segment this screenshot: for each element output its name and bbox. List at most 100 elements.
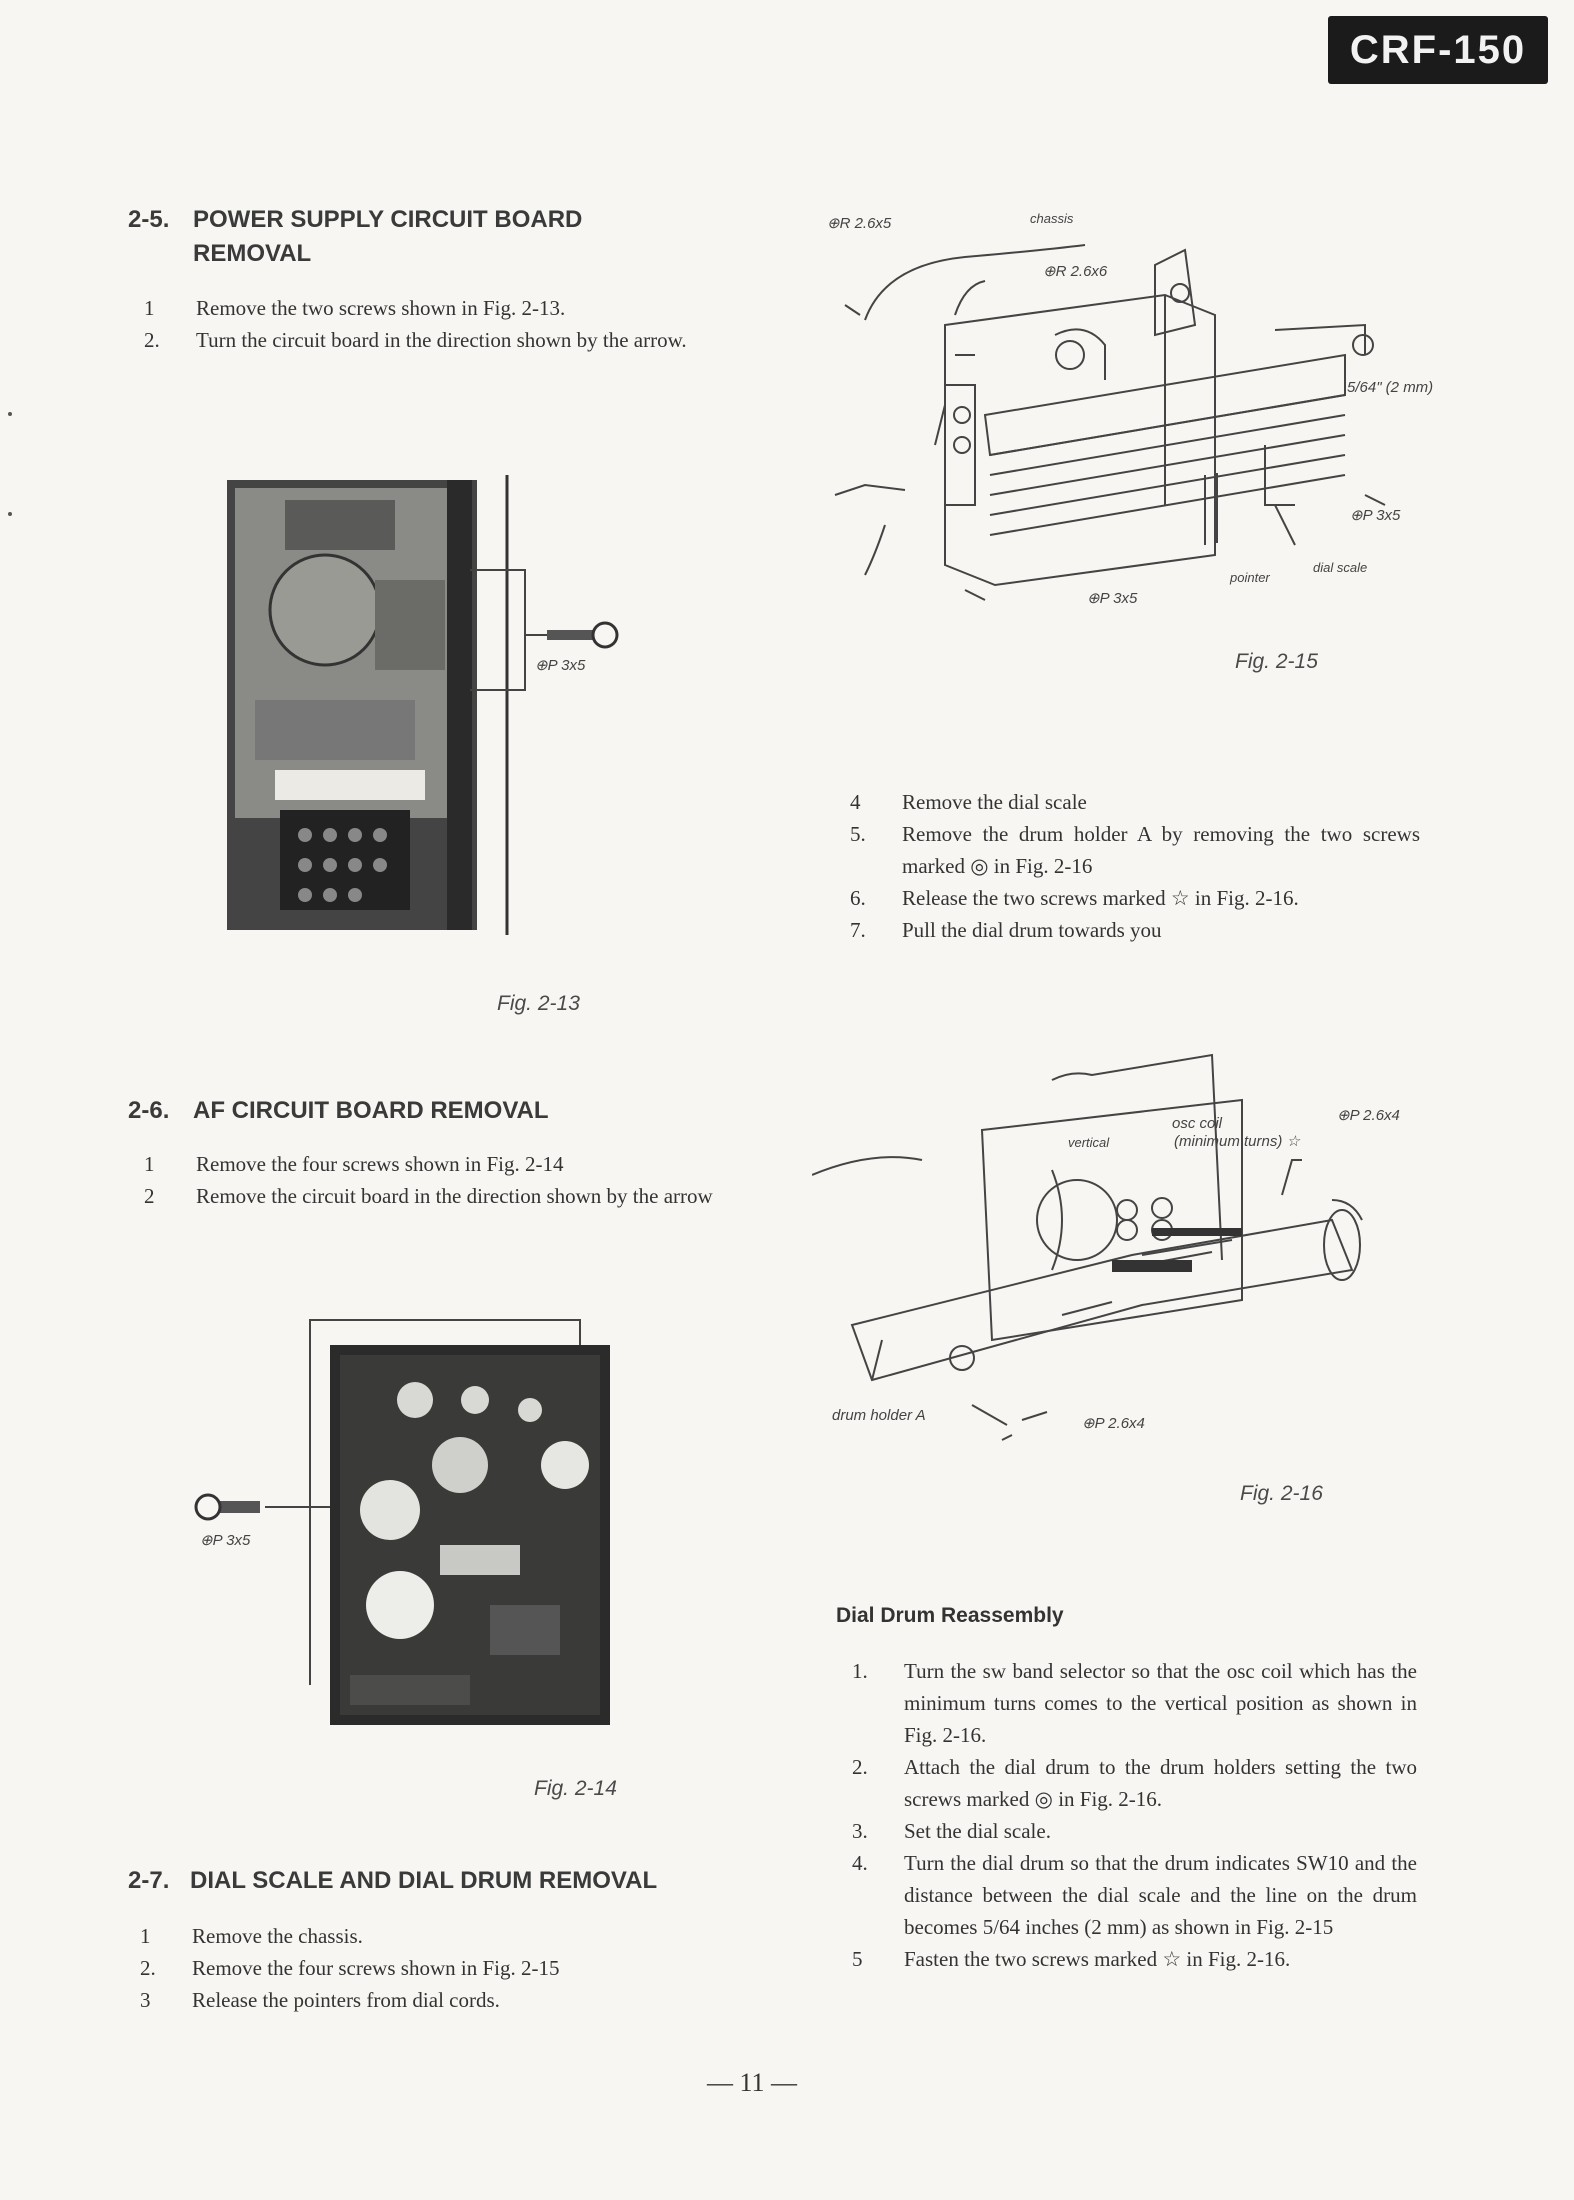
fig-2-15-caption: Fig. 2-15 [1235,650,1318,673]
step-text: Pull the dial drum towards you [902,918,1162,942]
step-text: Remove the two screws shown in Fig. 2-13… [196,296,566,320]
label-screw-top-left: ⊕R 2.6x5 [827,215,892,232]
step-text: Turn the sw band selector so that the os… [904,1659,1417,1747]
component [490,1605,560,1655]
chassis-drawing [834,244,1386,601]
drum-marking [1152,1228,1242,1236]
step-item: 5 Fasten the two screws marked ☆ in Fig. … [852,1943,1417,1975]
label-chassis: chassis [1030,211,1074,226]
step-item: 2. Attach the dial drum to the drum holde… [852,1751,1417,1815]
transformer [268,553,382,667]
step-number: 3 [140,1988,151,2012]
section-2-6-heading: 2-6. AF CIRCUIT BOARD REMOVAL [128,1094,728,1130]
section-number: 2-5. [128,206,170,233]
capacitor [366,1571,434,1639]
leader-line [309,1319,581,1685]
step-item: 3.Set the dial scale. [852,1815,1417,1847]
step-number: 2. [852,1755,868,1779]
margin-mark [8,512,12,516]
step-number: 5. [850,822,866,846]
capacitor [461,1386,489,1414]
step-item: 2. Turn the circuit board in the directio… [144,324,718,356]
step-text: Turn the circuit board in the direction … [196,328,687,352]
step-text: Attach the dial drum to the drum holders… [904,1755,1417,1811]
label-gap: 5/64" (2 mm) [1347,379,1433,396]
label-screw-bottom: ⊕P 2.6x4 [1082,1415,1145,1432]
fig-2-16-caption: Fig. 2-16 [1240,1482,1323,1505]
board-edge [447,480,472,930]
section-number: 2-6. [128,1097,170,1124]
screw-label: ⊕P 3x5 [200,1532,251,1549]
screw-shaft [210,1501,260,1513]
step-number: 3. [852,1819,868,1843]
fig-2-14-illustration: ⊕P 3x5 [194,1319,610,1725]
step-item: 1 Remove the chassis. [140,1920,720,1952]
step-text: Turn the dial drum so that the drum indi… [904,1851,1417,1939]
step-number: 1 [140,1924,151,1948]
step-number: 2. [140,1956,156,1980]
component [285,500,395,550]
section-title: AF CIRCUIT BOARD REMOVAL [193,1097,549,1124]
step-item: 5. Remove the drum holder A by removing t… [850,818,1420,882]
component [255,700,415,760]
label-screw-top: ⊕P 2.6x4 [1337,1107,1400,1124]
label-area [275,770,425,800]
component [350,1675,470,1705]
fig-2-13-illustration: ⊕P 3x5 [227,475,619,935]
step-item: 6.Release the two screws marked ☆ in Fig… [850,882,1420,914]
step-text: Remove the four screws shown in Fig. 2-1… [196,1152,564,1176]
step-text: Remove the drum holder A by removing the… [902,822,1420,878]
label-screw-top-mid: ⊕R 2.6x6 [1043,263,1108,280]
fig-2-16-illustration: vertical osc coil (minimum turns) ☆ ⊕P 2… [812,1053,1400,1441]
page-number: — 11 — [707,2068,798,2097]
step-number: 2. [144,328,160,352]
screw-shaft [547,630,597,640]
fig-2-15-illustration: ⊕R 2.6x5 chassis ⊕R 2.6x6 5/64" (2 mm) ⊕… [827,211,1433,607]
step-text: Remove the four screws shown in Fig. 2-1… [192,1956,560,1980]
drum-drawing [812,1053,1363,1441]
section-2-5-heading: 2-5. POWER SUPPLY CIRCUIT BOARD REMOVAL [128,203,728,273]
label-screw-right: ⊕P 3x5 [1350,507,1401,524]
section-title: DIAL SCALE AND DIAL DRUM REMOVAL [190,1867,658,1894]
label-pointer: pointer [1229,570,1270,585]
screw-head [194,1493,222,1521]
capacitor [360,1480,420,1540]
label-min-turns: (minimum turns) ☆ [1174,1133,1302,1150]
margin-mark [8,412,12,416]
capacitor [397,1382,433,1418]
drum-marking [1112,1260,1192,1272]
screw-label: ⊕P 3x5 [535,657,586,674]
model-badge: CRF-150 [1328,16,1548,84]
capacitor [432,1437,488,1493]
step-item: 4. Turn the dial drum so that the drum in… [852,1847,1417,1943]
section-2-7-heading: 2-7. DIAL SCALE AND DIAL DRUM REMOVAL [128,1864,748,1900]
step-text: Fasten the two screws marked ☆ in Fig. 2… [904,1947,1291,1971]
capacitor [518,1398,542,1422]
step-number: 4 [850,790,861,814]
leader-line [470,569,526,691]
label-vertical: vertical [1068,1135,1110,1150]
step-number: 4. [852,1851,868,1875]
step-item: 1.Turn the sw band selector so that the … [852,1655,1417,1751]
label-screw-bottom: ⊕P 3x5 [1087,590,1138,607]
fig-2-14-caption: Fig. 2-14 [534,1777,617,1800]
label-dial-scale: dial scale [1313,560,1367,575]
ic-chip [440,1545,520,1575]
step-text: Remove the chassis. [192,1924,363,1948]
section-title-line2: REMOVAL [193,240,312,267]
step-text: Remove the circuit board in the directio… [196,1184,713,1208]
step-number: 5 [852,1947,863,1971]
fig-2-13-caption: Fig. 2-13 [497,992,580,1015]
step-item: 2. Remove the four screws shown in Fig. 2… [140,1952,720,1984]
step-item: 7.Pull the dial drum towards you [850,914,1420,946]
label-osc-coil: osc coil [1172,1115,1223,1132]
section-2-7-steps: 1 Remove the chassis. 2. Remove the four s… [140,1920,720,2016]
